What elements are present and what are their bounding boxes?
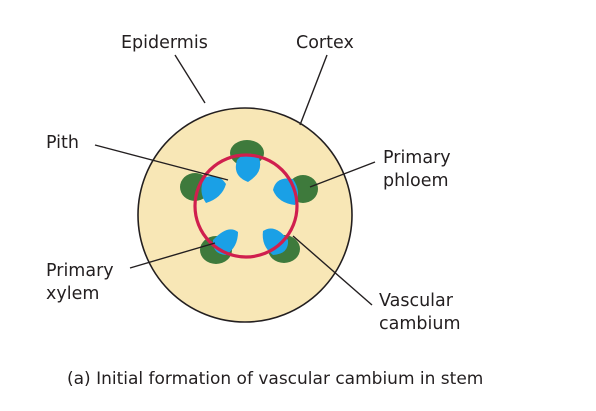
label-vascular-cambium-line1: Vascular <box>379 291 454 311</box>
cortex-region <box>137 107 353 323</box>
label-primary-xylem-line2: xylem <box>46 284 99 304</box>
label-epidermis: Epidermis <box>121 33 208 53</box>
xylem-bundle-lower-right <box>262 228 289 255</box>
xylem-bundle-top <box>235 153 261 182</box>
label-primary-phloem-line2: phloem <box>383 171 449 191</box>
leader-lines <box>94 54 376 306</box>
label-primary-xylem-line1: Primary <box>46 261 114 281</box>
primary-xylem-leader-line <box>129 242 216 269</box>
vascular-cambium-ring <box>193 153 299 259</box>
pith-leader-line <box>94 144 229 181</box>
primary-xylem-group <box>201 153 299 255</box>
epidermis-leader-line <box>174 54 206 104</box>
primary-phloem-leader-line <box>309 161 376 188</box>
cortex-leader-line <box>299 54 328 126</box>
label-cortex: Cortex <box>296 33 354 53</box>
xylem-bundle-left <box>201 176 226 203</box>
label-vascular-cambium-line2: cambium <box>379 314 461 334</box>
label-primary-phloem-line1: Primary <box>383 148 451 168</box>
vascular-cambium-leader-line <box>292 235 373 306</box>
label-pith: Pith <box>46 133 79 153</box>
figure-caption: (a) Initial formation of vascular cambiu… <box>67 369 483 389</box>
